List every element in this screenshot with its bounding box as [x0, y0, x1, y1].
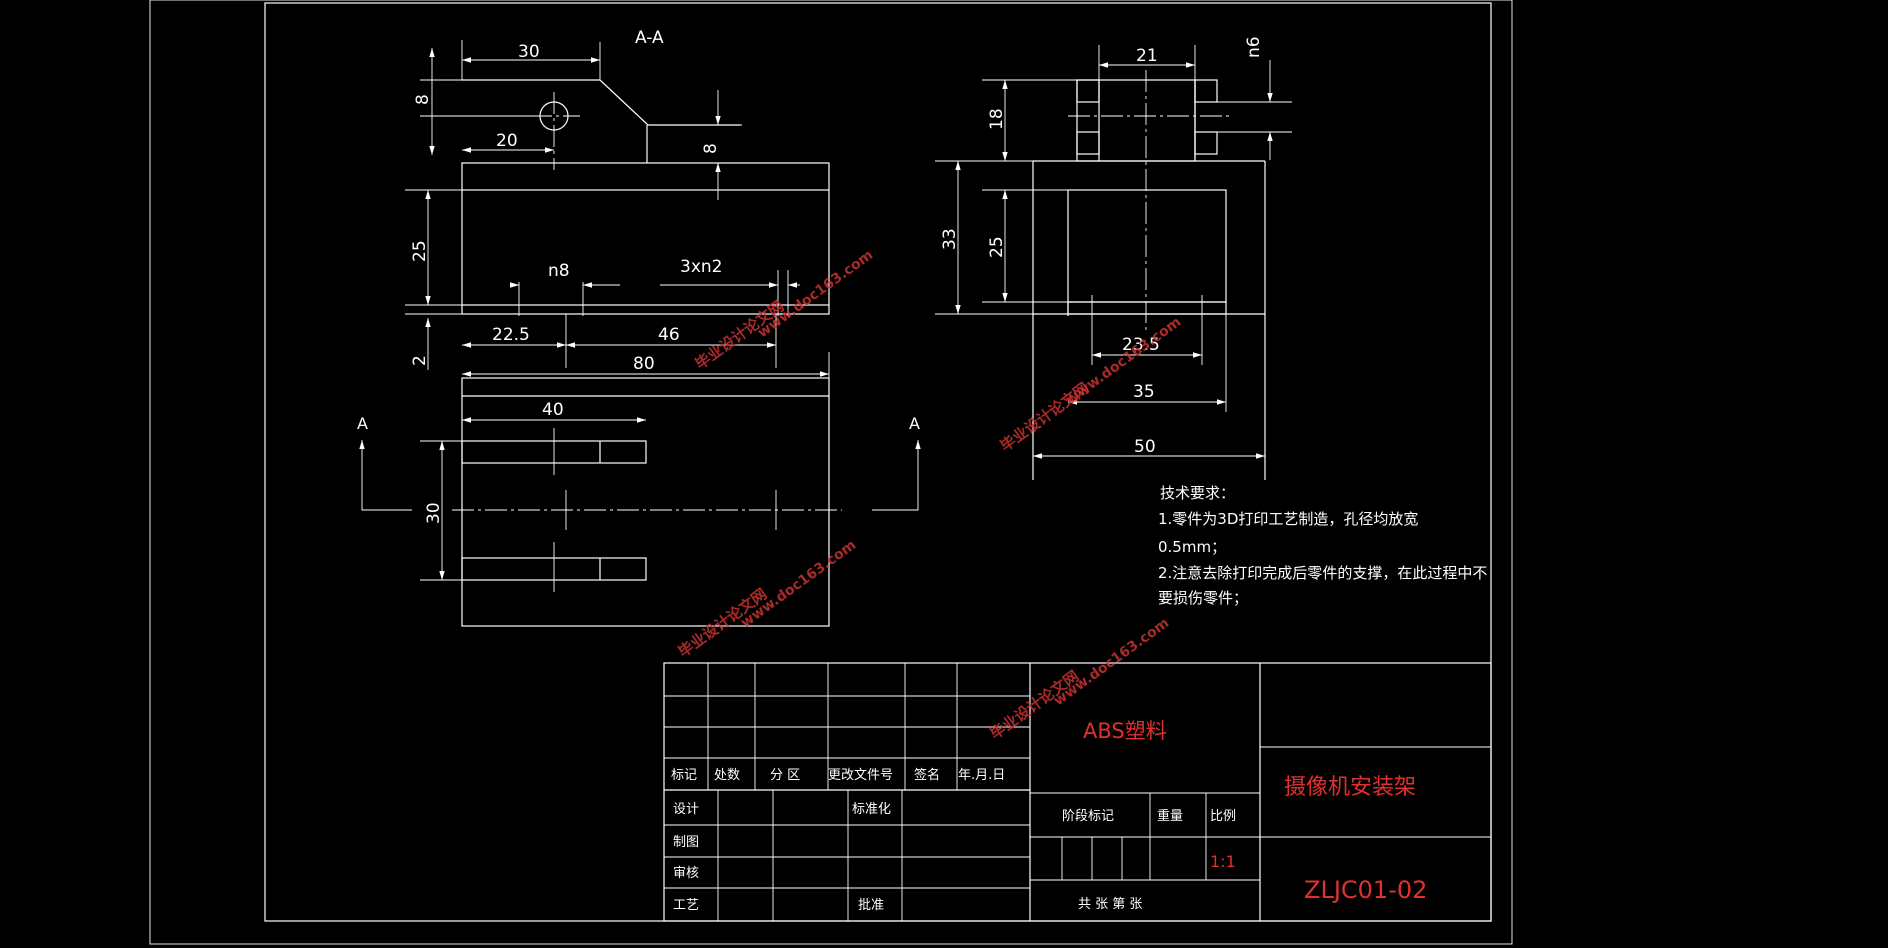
dim-8-left: 8	[413, 94, 433, 105]
tech-heading: 技术要求：	[1160, 484, 1235, 502]
cut-label-left: A	[357, 414, 368, 433]
rev-header-4: 签名	[914, 767, 940, 783]
row-approve: 批准	[858, 898, 884, 913]
dim-8-right: 8	[701, 143, 721, 154]
dim-21: 21	[1136, 46, 1158, 66]
watermark-url: www.doc163.com	[755, 247, 876, 341]
dim-20: 20	[496, 131, 518, 151]
dim-25-right: 25	[987, 236, 1007, 258]
dim-30-side: 30	[424, 502, 444, 524]
dim-2: 2	[410, 355, 430, 366]
title-block: ABS塑料 摄像机安装架 ZLJC01-02 1:1 标记 处数 分 区 更改文…	[663, 662, 1492, 922]
rev-header-1: 处数	[714, 768, 740, 783]
weight-label: 重量	[1157, 808, 1183, 824]
rev-header-5: 年.月.日	[958, 768, 1005, 783]
dim-25-left: 25	[410, 240, 430, 262]
row-draw: 制图	[673, 835, 699, 850]
dim-22-5: 22.5	[492, 325, 530, 345]
sheets-text: 共 张 第 张	[1078, 897, 1142, 912]
watermark-site-name: 毕业设计论文网	[987, 667, 1083, 743]
dim-18: 18	[987, 108, 1007, 130]
plan-view: 40 30 A A	[357, 377, 921, 627]
rev-header-0: 标记	[671, 768, 697, 783]
watermark-url: www.doc163.com	[1063, 314, 1184, 408]
dim-n6: n6	[1244, 36, 1264, 58]
rev-header-2: 分 区	[770, 768, 800, 783]
tech-line-4: 要损伤零件；	[1158, 589, 1248, 607]
part-name: 摄像机安装架	[1284, 775, 1416, 800]
section-view-a-a: A-A 30 8 20 8 2	[405, 28, 830, 390]
watermark-url: www.doc163.com	[738, 537, 859, 631]
watermarks: 毕业设计论文网 www.doc163.com 毕业设计论文网 www.doc16…	[675, 247, 1184, 743]
side-view: 21 n6 18 33 25 23.5 35 50	[935, 36, 1292, 480]
dim-80: 80	[633, 354, 655, 374]
dim-50: 50	[1134, 437, 1156, 457]
scale-value: 1:1	[1210, 852, 1236, 871]
dim-3xn2: 3xn2	[680, 257, 722, 277]
cut-label-right: A	[909, 414, 920, 433]
dim-30-top: 30	[518, 42, 540, 62]
rev-header-3: 更改文件号	[828, 768, 893, 783]
row-standard: 标准化	[852, 802, 891, 817]
dim-46: 46	[658, 325, 680, 345]
row-process: 工艺	[673, 898, 699, 913]
tech-line-2: 0.5mm；	[1158, 538, 1226, 556]
dim-23-5: 23.5	[1122, 335, 1160, 355]
dim-33: 33	[940, 228, 960, 250]
row-design: 设计	[673, 802, 699, 817]
tech-line-1: 1.零件为3D打印工艺制造，孔径均放宽	[1158, 510, 1418, 528]
dim-40: 40	[542, 400, 564, 420]
stage-mark-label: 阶段标记	[1062, 809, 1114, 824]
scale-label: 比例	[1210, 809, 1236, 824]
section-label: A-A	[635, 28, 664, 48]
dim-n8: n8	[548, 261, 570, 281]
tech-line-3: 2.注意去除打印完成后零件的支撑，在此过程中不	[1158, 564, 1487, 582]
watermark-url: www.doc163.com	[1051, 615, 1172, 709]
material-text: ABS塑料	[1083, 719, 1167, 743]
technical-requirements: 技术要求： 1.零件为3D打印工艺制造，孔径均放宽 0.5mm； 2.注意去除打…	[1158, 484, 1487, 607]
drawing-number: ZLJC01-02	[1304, 876, 1427, 904]
dim-35: 35	[1133, 382, 1155, 402]
row-check: 审核	[673, 866, 699, 881]
watermark-site-name: 毕业设计论文网	[692, 297, 788, 373]
sheet-border	[149, 0, 1513, 945]
